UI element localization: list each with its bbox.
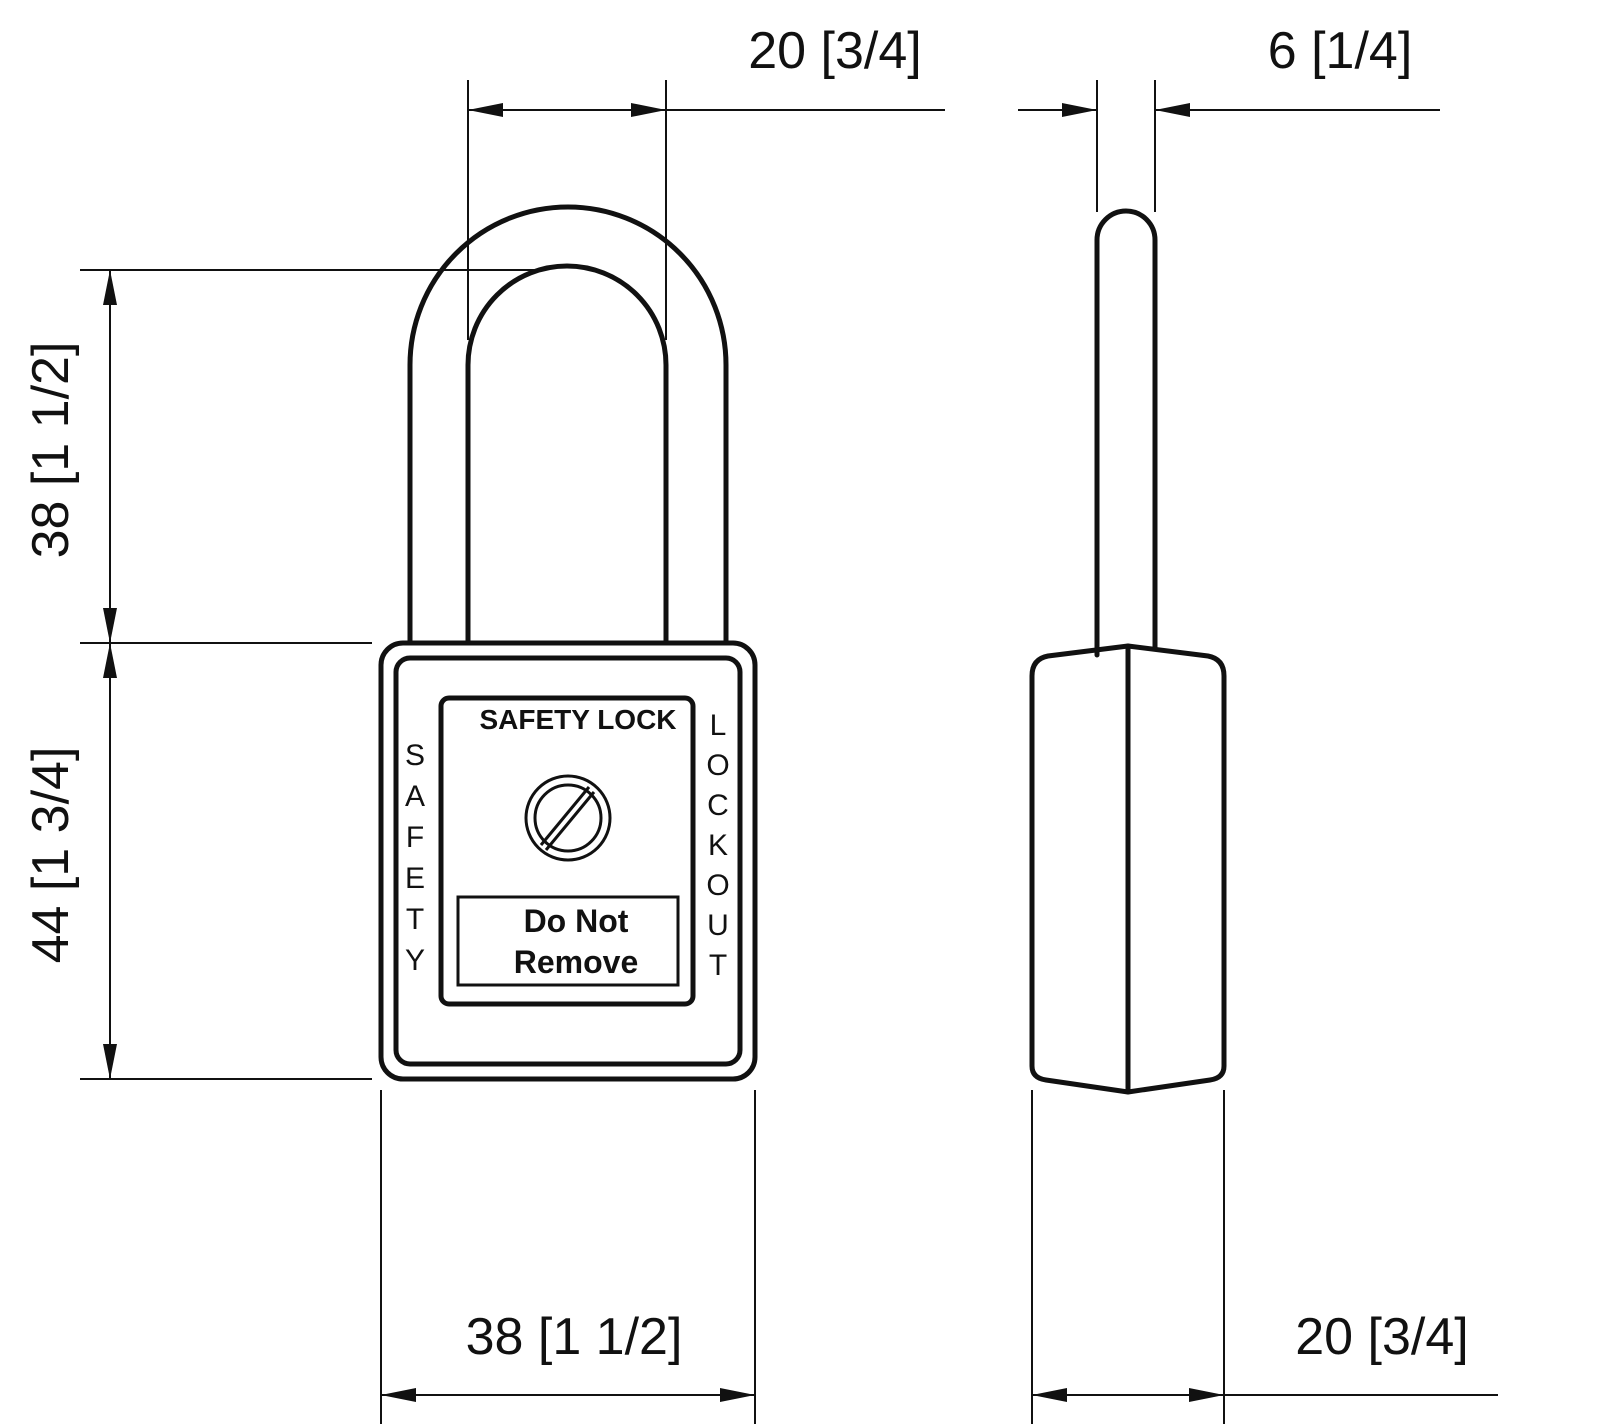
- svg-text:S: S: [405, 739, 425, 772]
- prohibition-circle-icon: [524, 774, 612, 862]
- dim-left-body: 44 [1 3/4]: [22, 643, 372, 1080]
- svg-text:O: O: [706, 869, 729, 902]
- side-shackle: [1094, 208, 1158, 658]
- dim-bottom-side: 20 [3/4]: [1031, 1090, 1498, 1424]
- front-body-inner: [393, 655, 743, 1067]
- svg-text:L: L: [710, 709, 727, 742]
- right-vertical-text: L O C K O U T: [706, 709, 729, 982]
- label-title: SAFETY LOCK: [479, 704, 676, 735]
- svg-text:F: F: [406, 821, 424, 854]
- warning-line1: Do Not: [524, 903, 629, 939]
- warning-box: [456, 895, 680, 987]
- svg-text:Y: Y: [405, 944, 425, 977]
- left-vertical-text: S A F E T Y: [405, 739, 425, 977]
- dim-top-front: 20 [3/4]: [467, 22, 945, 340]
- side-view: [1029, 208, 1227, 1095]
- label-panel: [438, 695, 696, 1007]
- front-view: SAFETY LOCK Do Not Remove S A F E T Y L …: [378, 204, 758, 1082]
- dim-top-side-label: 6 [1/4]: [1268, 22, 1413, 80]
- dim-left-shackle: 38 [1 1/2]: [22, 269, 538, 644]
- dim-top-side: 6 [1/4]: [1018, 22, 1440, 212]
- svg-text:T: T: [709, 949, 727, 982]
- svg-text:E: E: [405, 862, 425, 895]
- dim-left-shackle-label: 38 [1 1/2]: [22, 342, 80, 559]
- dim-bottom-side-label: 20 [3/4]: [1295, 1308, 1468, 1366]
- dim-bottom-front: 38 [1 1/2]: [380, 1090, 756, 1424]
- svg-text:K: K: [708, 829, 728, 862]
- warning-line2: Remove: [514, 944, 639, 980]
- front-shackle-outer: [407, 204, 729, 646]
- svg-text:C: C: [707, 789, 729, 822]
- svg-text:T: T: [406, 903, 424, 936]
- svg-text:A: A: [405, 780, 425, 813]
- svg-text:O: O: [706, 749, 729, 782]
- dim-top-front-label: 20 [3/4]: [748, 22, 921, 80]
- dim-bottom-front-label: 38 [1 1/2]: [466, 1308, 683, 1366]
- front-body-outer: [378, 640, 758, 1082]
- svg-text:U: U: [707, 909, 729, 942]
- dim-left-body-label: 44 [1 3/4]: [22, 747, 80, 964]
- front-shackle-inner: [465, 263, 669, 646]
